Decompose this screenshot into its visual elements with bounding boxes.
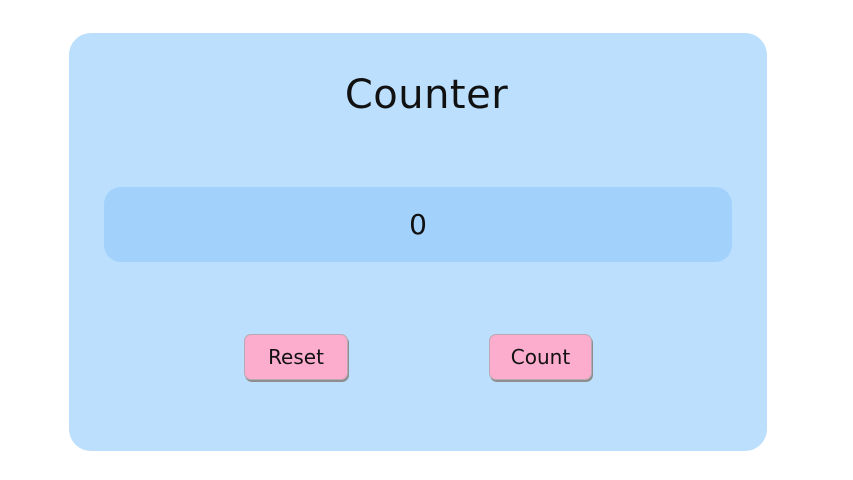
page-title: Counter <box>344 72 509 118</box>
reset-button[interactable]: Reset <box>244 334 348 380</box>
count-button[interactable]: Count <box>489 334 592 380</box>
counter-display: 0 <box>104 187 732 262</box>
counter-value: 0 <box>409 208 427 241</box>
